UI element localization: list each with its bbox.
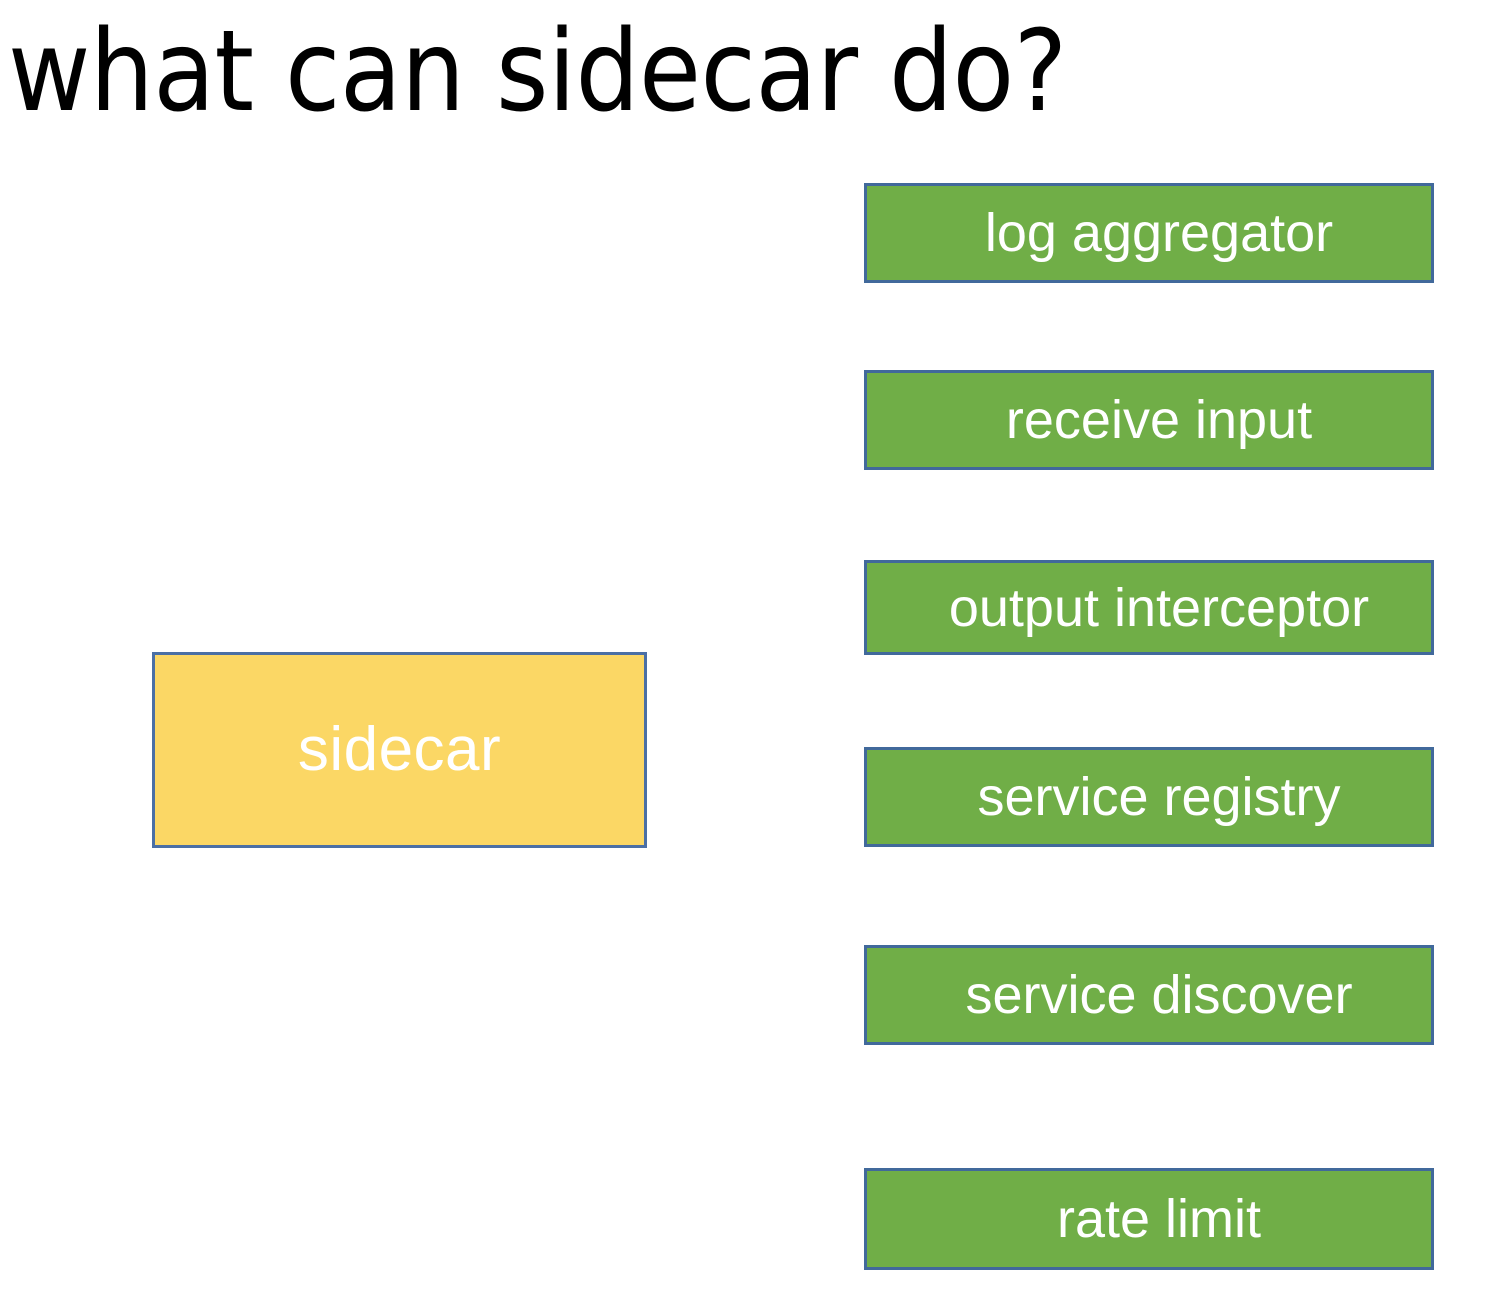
node-output-interceptor[interactable]: output interceptor [864,560,1434,655]
node-rate-limit-label: rate limit [1056,1189,1262,1249]
node-receive-input[interactable]: receive input [864,370,1434,470]
node-log-aggregator[interactable]: log aggregator [864,183,1434,283]
node-output-interceptor-label: output interceptor [948,577,1370,638]
node-service-registry[interactable]: service registry [864,747,1434,847]
node-sidecar-label: sidecar [297,715,502,784]
node-sidecar[interactable]: sidecar [152,652,647,848]
node-service-discover[interactable]: service discover [864,945,1434,1045]
node-rate-limit[interactable]: rate limit [864,1168,1434,1270]
node-service-discover-label: service discover [965,965,1353,1025]
node-log-aggregator-label: log aggregator [984,203,1334,263]
node-receive-input-label: receive input [1005,390,1313,450]
node-service-registry-label: service registry [977,767,1341,827]
page-title: what can sidecar do? [8,7,1067,137]
